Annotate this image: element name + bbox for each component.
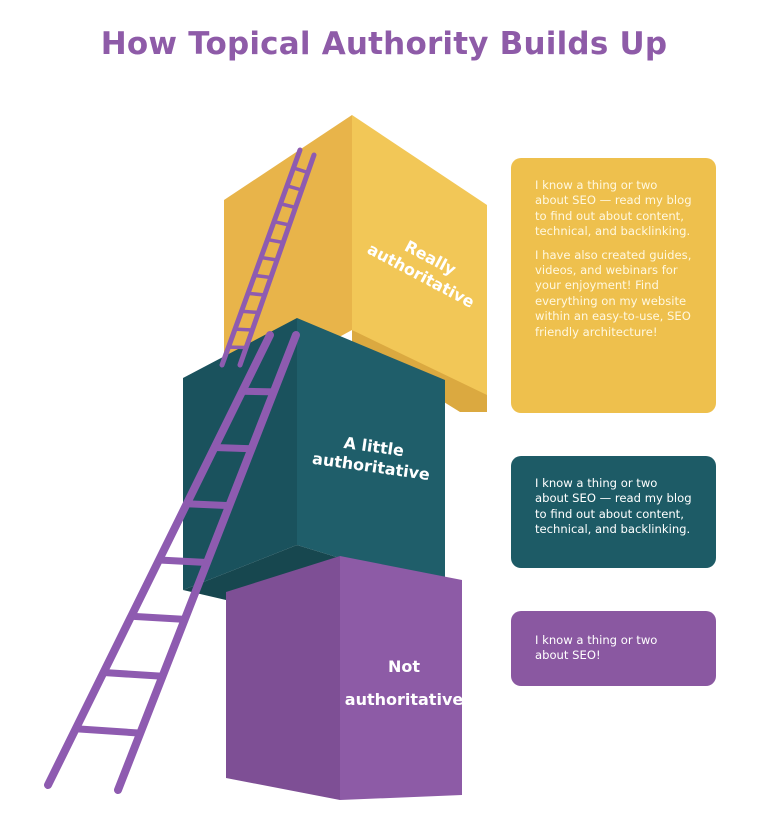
ladder-rung [72,725,144,737]
description-text: I have also created guides, videos, and … [535,247,692,339]
box-left-face [183,318,297,590]
ladder-rung [291,166,310,175]
ladder-rung [272,219,292,227]
description-text: I know a thing or two about SEO — read m… [535,476,692,537]
description-card-a-little-authoritative: I know a thing or two about SEO — read m… [511,456,716,568]
box-left-face [226,556,340,800]
ladder-rung [127,612,189,623]
box-right-face [297,318,445,590]
box-right-face [352,115,487,412]
ladder-rung [265,237,285,245]
description-text: I know a thing or two about SEO! [535,633,658,663]
ladder-rung [252,273,273,280]
ladder-rung [238,387,278,396]
ladder-rung [183,500,233,510]
ladder-rung [211,444,255,453]
description-card-really-authoritative: I know a thing or two about SEO — read m… [511,158,716,413]
ladder-rung [233,327,255,332]
ladder-rung [155,556,211,566]
box-not-authoritative: Not authoritative [226,556,463,800]
ladder-rung [239,309,261,315]
description-text: I know a thing or two about SEO — read m… [535,178,692,239]
ladder-rung [100,669,166,680]
ladder-rung [278,202,298,210]
box-label-line1: Not [388,657,420,676]
description-card-not-authoritative: I know a thing or two about SEO! [511,611,716,686]
ladder-illustration [44,147,317,794]
box-right-face [340,556,462,800]
page-title: How Topical Authority Builds Up [100,26,668,62]
ladder-rung [285,184,304,192]
ladder-rung [259,255,279,262]
box-label-line2: authoritative [345,690,464,709]
ladder-rung [246,291,267,297]
